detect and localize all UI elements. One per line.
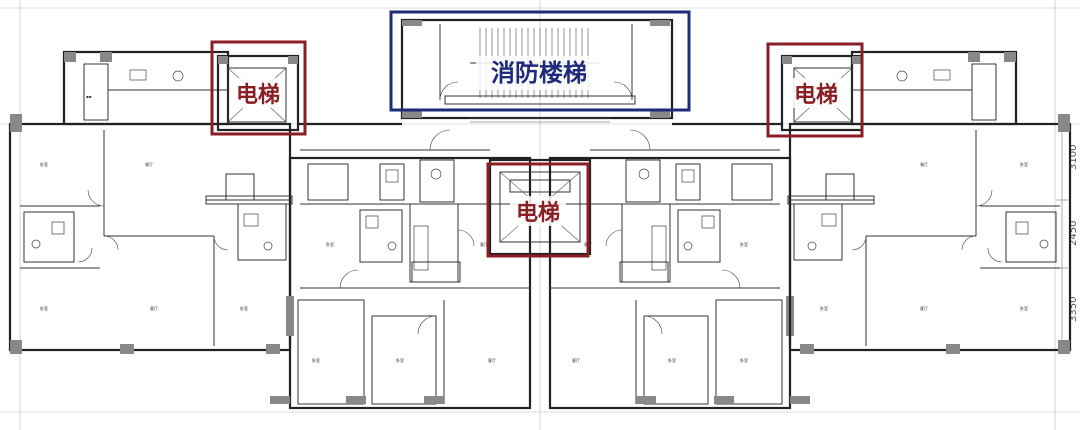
dimension-label-3: 3350 (1068, 297, 1079, 322)
fire-stair-label: 消防楼梯 (491, 59, 587, 87)
svg-text:卧室: 卧室 (820, 305, 828, 311)
left-unit: ▪▪ 卧室 餐厅 卧室 客厅 卧室 (8, 50, 292, 354)
elevator-center-label: 电梯 (516, 200, 560, 226)
svg-text:卧室: 卧室 (668, 357, 676, 363)
dimension-label-1: 3100 (1068, 145, 1079, 170)
svg-text:客厅: 客厅 (920, 305, 928, 311)
svg-text:卧室: 卧室 (40, 161, 48, 167)
svg-text:餐厅: 餐厅 (145, 161, 153, 167)
svg-text:客厅: 客厅 (480, 241, 488, 247)
svg-text:卧室: 卧室 (312, 357, 320, 363)
center-left-unit: 卧室 客厅 卧室 卧室 客厅 (270, 156, 532, 410)
left-elevator-core (216, 54, 300, 132)
fire-stair-highlight: 消防楼梯 (389, 10, 691, 112)
dimension-label-2: 2450 (1068, 221, 1079, 246)
svg-text:卧室: 卧室 (396, 357, 404, 363)
svg-text:客厅: 客厅 (572, 357, 580, 363)
svg-text:卧室: 卧室 (740, 357, 748, 363)
svg-text:客厅: 客厅 (150, 305, 158, 311)
svg-text:卧室: 卧室 (40, 305, 48, 311)
elevator-center-highlight: 电梯 (486, 162, 590, 258)
corridor (205, 122, 875, 205)
svg-text:卧室: 卧室 (240, 305, 248, 311)
elevator-right-label: 电梯 (794, 82, 838, 108)
svg-text:餐厅: 餐厅 (920, 161, 928, 167)
svg-text:卧室: 卧室 (1020, 161, 1028, 167)
svg-text:客厅: 客厅 (488, 357, 496, 363)
svg-text:卧室: 卧室 (1020, 305, 1028, 311)
dimension-chain: 3100 2450 3350 (1056, 120, 1079, 351)
elevator-left-label: 电梯 (236, 82, 280, 108)
center-elevator-core (488, 158, 592, 256)
svg-text:卧室: 卧室 (326, 241, 334, 247)
elevator-left-highlight: 电梯 (210, 40, 307, 136)
elevator-right-highlight: 电梯 (766, 42, 864, 138)
svg-text:▪▪: ▪▪ (86, 94, 92, 99)
svg-text:卧室: 卧室 (740, 241, 748, 247)
